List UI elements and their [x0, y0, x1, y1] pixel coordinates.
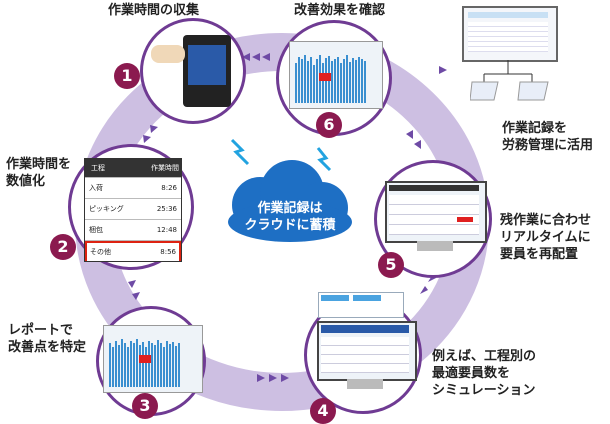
- step-3-badge: 3: [132, 393, 158, 419]
- arrow-3-to-4: [257, 374, 265, 382]
- simulation-popup: [318, 292, 404, 318]
- reallocation-monitor: [385, 181, 487, 243]
- tablet-device: [183, 35, 231, 107]
- table-row: 梱包 12:48: [85, 220, 181, 241]
- table-row-highlighted: その他 8:56: [85, 241, 181, 261]
- side-label: 作業記録を 労務管理に活用: [502, 121, 594, 153]
- step-1-node: [140, 18, 246, 124]
- arrow-6-to-1c: [242, 53, 250, 61]
- step-5-label: 残作業に合わせ リアルタイムに 要員を再配置: [500, 213, 592, 262]
- arrow-5-to-6: [406, 130, 413, 139]
- arrow-2-to-3: [128, 280, 136, 288]
- step-4-label: 例えば、工程別の 最適要員数を シミュレーション: [432, 349, 537, 398]
- step-1-label: 作業時間の収集: [108, 3, 200, 18]
- table-header: 工程 作業時間: [85, 159, 181, 178]
- arrow-1-to-2b: [143, 135, 151, 143]
- arrow-2-to-3b: [132, 292, 140, 300]
- step-6-label: 改善効果を確認: [294, 3, 386, 18]
- labor-flow-graphic: [470, 60, 549, 101]
- arrow-3-to-4c: [281, 374, 289, 382]
- highlight-tag: [139, 355, 151, 363]
- cloud-text: 作業記録は クラウドに蓄積: [244, 201, 336, 233]
- step-5-badge: 5: [378, 252, 404, 278]
- arrow-6-to-1b: [252, 53, 260, 61]
- simulation-monitor: [317, 321, 417, 381]
- report-bars: [109, 337, 180, 387]
- arrow-4-to-5: [420, 286, 428, 294]
- step-2-badge: 2: [50, 234, 76, 260]
- step-2-label: 作業時間を 数値化: [6, 157, 72, 189]
- labor-monitor: [462, 6, 558, 62]
- lightning-icon-2: [316, 147, 332, 172]
- arrow-5-to-6b: [414, 140, 421, 149]
- arrow-3-to-4b: [269, 374, 277, 382]
- cloud-icon: [228, 160, 352, 242]
- hand-with-card: [151, 45, 185, 63]
- arrow-6-to-1: [262, 53, 270, 61]
- highlight-tag: [319, 73, 331, 81]
- arrow-to-side: [439, 66, 447, 74]
- step-3-label: レポートで 改善点を特定: [8, 323, 87, 355]
- step-3-node: [96, 306, 206, 416]
- step-1-badge: 1: [114, 63, 140, 89]
- lightning-icon: [230, 138, 250, 166]
- step-4-badge: 4: [310, 398, 336, 424]
- work-time-table: 工程 作業時間 入荷 8:26 ピッキング 25:36 梱包 12:48 その他…: [84, 158, 182, 262]
- arrow-1-to-2: [150, 125, 158, 133]
- step-6-badge: 6: [316, 112, 342, 138]
- table-row: ピッキング 25:36: [85, 199, 181, 220]
- table-row: 入荷 8:26: [85, 178, 181, 199]
- step-6-node: [276, 20, 392, 136]
